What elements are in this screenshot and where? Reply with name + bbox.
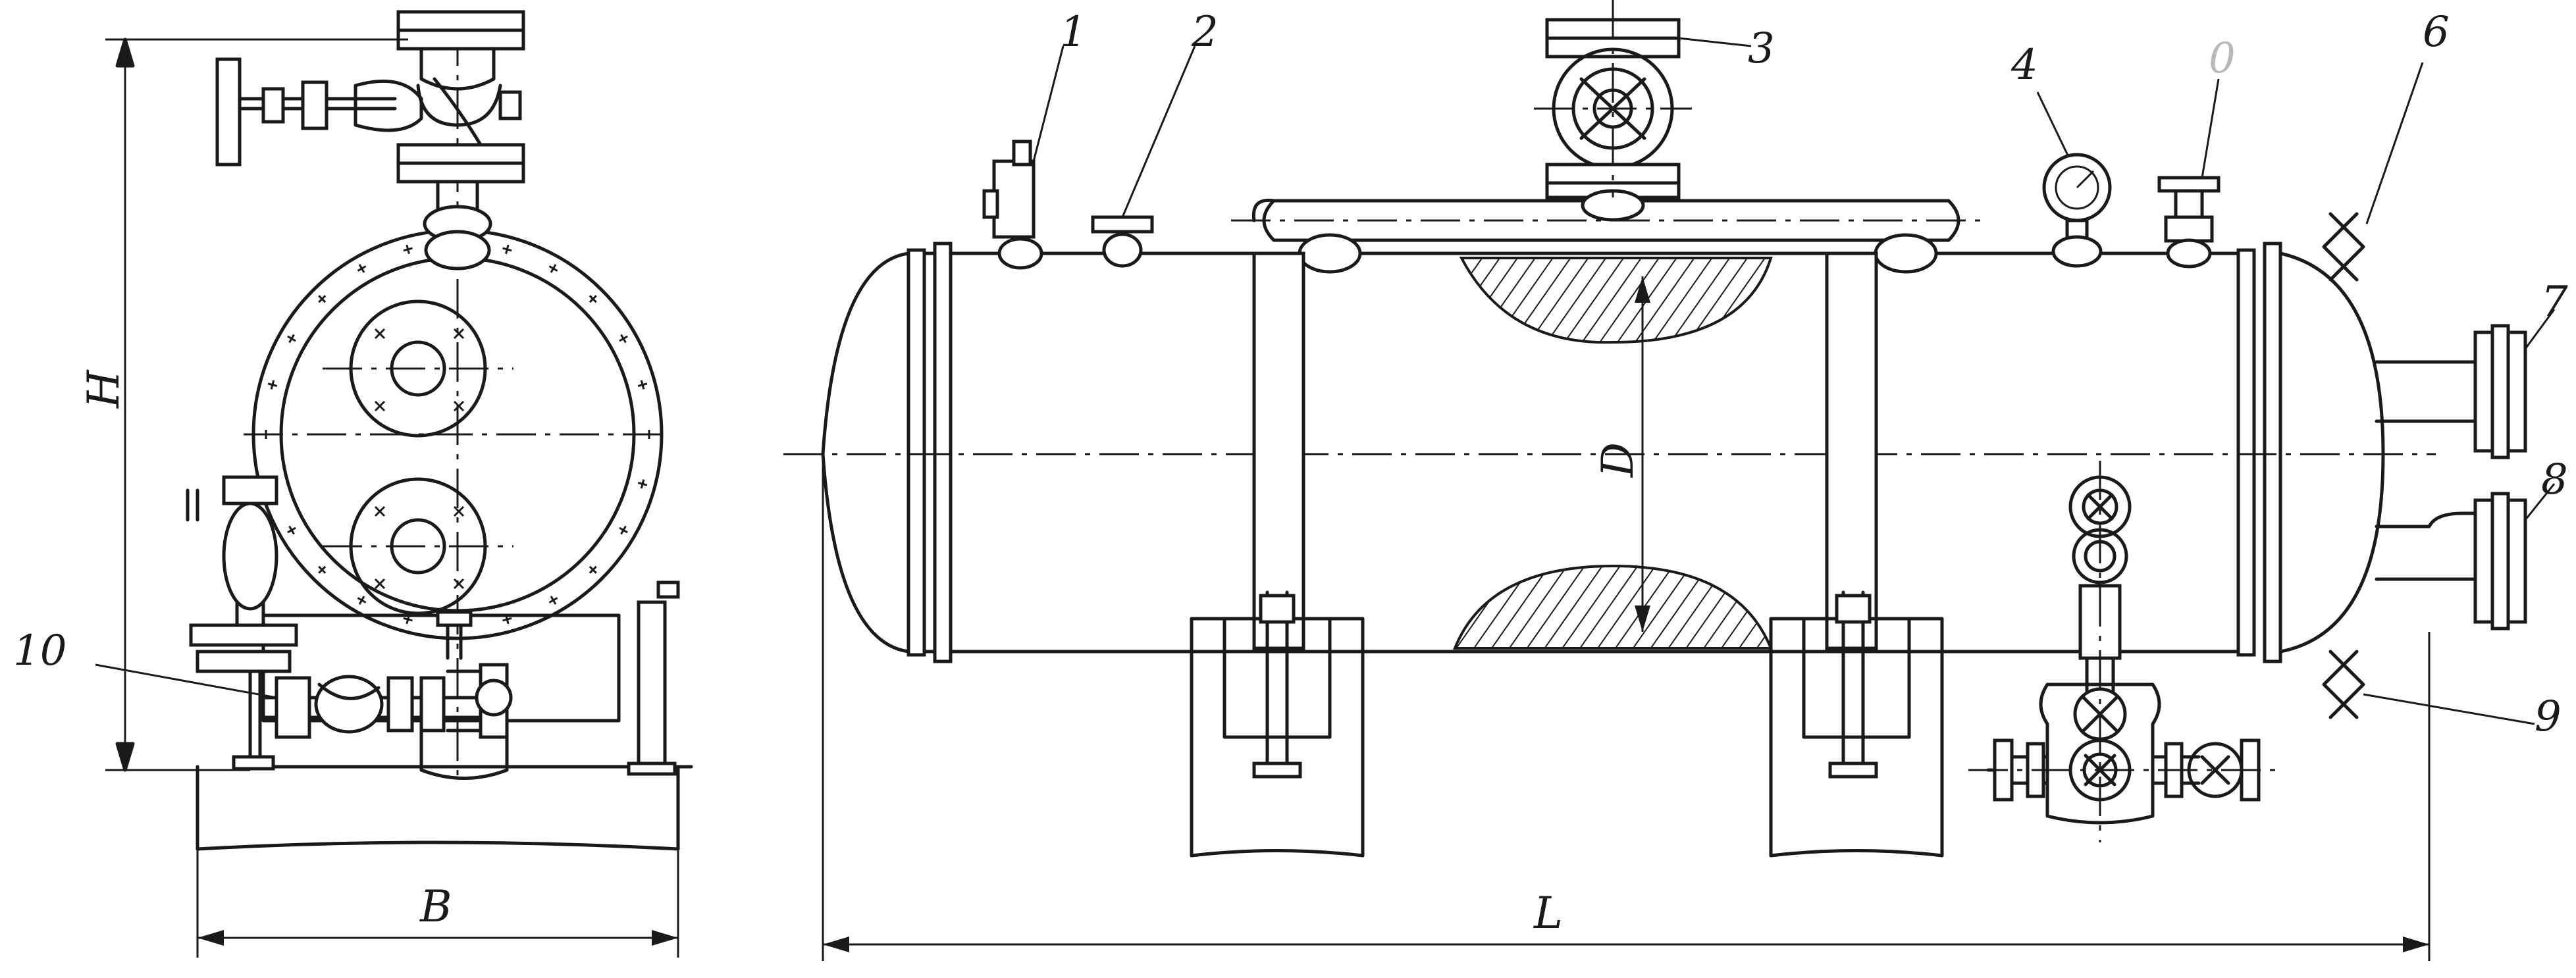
dimension-h: H [78,38,408,772]
upper-vent-cock: 6 [2322,8,2450,282]
label-6: 6 [2423,8,2450,57]
top-gate-valve [215,10,525,270]
pressure-gauge: 4 [2011,41,2112,268]
label-10: 10 [13,627,66,675]
diameter-label: D [1592,442,1643,478]
label-9: 9 [2535,692,2562,741]
callout-10: 10 [13,627,277,699]
label-5: 0 [2209,34,2236,83]
label-8: 8 [2541,455,2568,504]
label-4: 4 [2011,41,2038,90]
label-7: 7 [2541,278,2568,326]
width-label: B [419,881,452,932]
saddle-right [1769,251,1944,858]
label-2: 2 [1191,8,1219,57]
dimension-d: D [1592,276,1650,632]
dimension-l: L [822,454,2431,961]
end-view: H B 10 [13,10,693,958]
safety-valve: 1 [982,8,1087,270]
dimension-b: B [196,849,679,958]
level-gauge-assembly [186,475,513,780]
label-3: 3 [1748,24,1775,73]
length-label: L [1533,888,1563,939]
height-label: H [78,369,129,409]
lower-drain-cock: 9 [2322,650,2562,741]
label-1: 1 [1060,8,1087,57]
lower-outlet-nozzle: 8 [2375,455,2568,631]
top-shutoff-valve: 0 [2157,34,2236,269]
side-view: D [783,0,2568,961]
saddle-left [1190,251,1365,858]
section-cut-top [1459,257,1773,344]
section-cut-bottom [1453,564,1773,650]
bottom-valve-cluster [1968,461,2278,842]
air-vent: 2 [1091,8,1219,268]
inlet-nozzle: 3 [1534,0,1775,222]
top-manifold [1231,198,1982,274]
base-frame [196,580,693,851]
upper-outlet-nozzle: 7 [2375,278,2568,459]
